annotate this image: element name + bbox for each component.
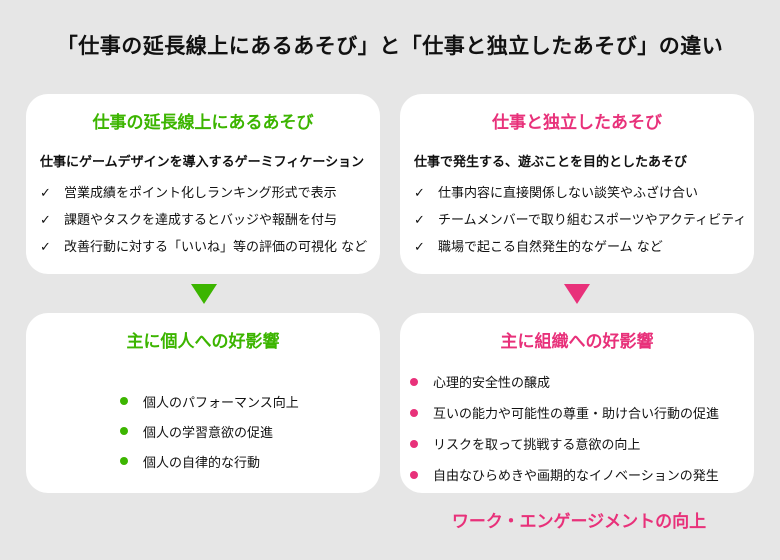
bullet-dot-icon — [120, 397, 128, 405]
bullet-dot-icon — [410, 470, 418, 479]
card-subtitle: 仕事にゲームデザインを導入するゲーミフィケーション — [40, 155, 365, 170]
card-subtitle: 仕事で発生する、遊ぶことを目的としたあそび — [414, 155, 688, 170]
list-item: 個人の学習意欲の促進 — [120, 416, 380, 446]
list-item: 心理的安全性の醸成 — [410, 366, 754, 397]
example-list: ✓仕事内容に直接関係しない談笑やふざけ合い ✓チームメンバーで取り組むスポーツや… — [414, 180, 754, 261]
check-icon: ✓ — [40, 213, 51, 228]
example-list: ✓営業成績をポイント化しランキング形式で表示 ✓課題やタスクを達成するとバッジや… — [40, 180, 380, 261]
check-icon: ✓ — [414, 213, 425, 228]
list-item: ✓仕事内容に直接関係しない談笑やふざけ合い — [414, 180, 754, 207]
bullet-dot-icon — [120, 427, 128, 435]
card-independent-play: 仕事と独立したあそび 仕事で発生する、遊ぶことを目的としたあそび ✓仕事内容に直… — [400, 94, 754, 274]
card-work-extension-play: 仕事の延長線上にあるあそび 仕事にゲームデザインを導入するゲーミフィケーション … — [26, 94, 380, 274]
list-item: 互いの能力や可能性の尊重・助け合い行動の促進 — [410, 397, 754, 428]
bullet-dot-icon — [410, 439, 418, 448]
check-icon: ✓ — [40, 186, 51, 201]
card-organization-effects: 主に組織への好影響 心理的安全性の醸成 互いの能力や可能性の尊重・助け合い行動の… — [400, 313, 754, 493]
list-item: ✓改善行動に対する「いいね」等の評価の可視化 など — [40, 234, 380, 261]
list-item: ✓職場で起こる自然発生的なゲーム など — [414, 234, 754, 261]
down-arrow-pink-icon — [564, 284, 590, 304]
page-title: 「仕事の延長線上にあるあそび」と「仕事と独立したあそび」の違い — [56, 34, 724, 58]
card-heading: 仕事と独立したあそび — [492, 113, 662, 133]
engagement-caption: ワーク・エンゲージメントの向上 — [451, 512, 707, 532]
check-icon: ✓ — [40, 240, 51, 255]
card-heading: 仕事の延長線上にあるあそび — [92, 113, 314, 133]
card-heading: 主に個人への好影響 — [126, 332, 280, 352]
list-item: 自由なひらめきや画期的なイノベーションの発生 — [410, 459, 754, 490]
effect-list: 心理的安全性の醸成 互いの能力や可能性の尊重・助け合い行動の促進 リスクを取って… — [410, 366, 754, 490]
list-item: リスクを取って挑戦する意欲の向上 — [410, 428, 754, 459]
bullet-dot-icon — [410, 377, 418, 386]
list-item: ✓課題やタスクを達成するとバッジや報酬を付与 — [40, 207, 380, 234]
check-icon: ✓ — [414, 186, 425, 201]
list-item: 個人のパフォーマンス向上 — [120, 386, 380, 416]
card-heading: 主に組織への好影響 — [500, 332, 654, 352]
list-item: ✓チームメンバーで取り組むスポーツやアクティビティ — [414, 207, 754, 234]
list-item: 個人の自律的な行動 — [120, 446, 380, 476]
effect-list: 個人のパフォーマンス向上 個人の学習意欲の促進 個人の自律的な行動 — [120, 386, 380, 476]
bullet-dot-icon — [410, 408, 418, 417]
down-arrow-green-icon — [191, 284, 217, 304]
check-icon: ✓ — [414, 240, 425, 255]
list-item: ✓営業成績をポイント化しランキング形式で表示 — [40, 180, 380, 207]
bullet-dot-icon — [120, 457, 128, 465]
card-individual-effects: 主に個人への好影響 個人のパフォーマンス向上 個人の学習意欲の促進 個人の自律的… — [26, 313, 380, 493]
